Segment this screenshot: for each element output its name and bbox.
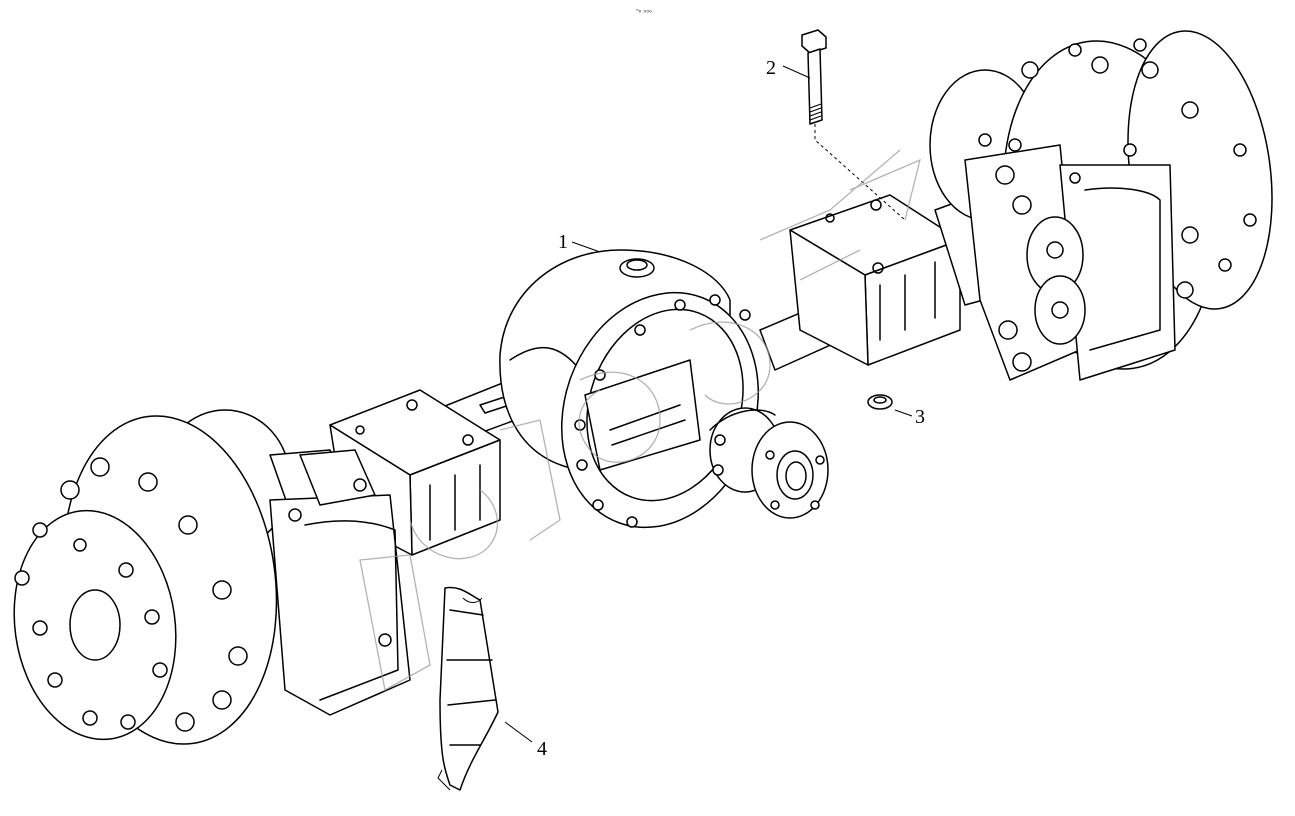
left-hub-bolts bbox=[14, 457, 248, 732]
watermark bbox=[359, 149, 921, 692]
top-marker: ▫₀ ₀₀₀ bbox=[636, 7, 652, 14]
fill-plug bbox=[619, 258, 655, 278]
right-hub-bolts bbox=[1021, 38, 1257, 299]
leader-2 bbox=[782, 65, 811, 79]
callout-3: 3 bbox=[915, 406, 925, 428]
right-hub-assembly bbox=[929, 30, 1273, 381]
differential-housing bbox=[499, 249, 829, 529]
leader-1 bbox=[571, 241, 601, 253]
bolt-part bbox=[801, 29, 906, 221]
left-hub-assembly bbox=[13, 409, 411, 745]
callout-4: 4 bbox=[537, 738, 547, 760]
callout-2: 2 bbox=[766, 57, 776, 79]
leader-4 bbox=[504, 721, 533, 743]
right-spring-seat bbox=[789, 194, 961, 366]
cover-bolts bbox=[574, 294, 751, 528]
callout-1: 1 bbox=[558, 231, 568, 253]
brake-pad-part bbox=[437, 586, 499, 791]
leader-3 bbox=[894, 409, 913, 417]
left-hub-center-bore bbox=[69, 589, 121, 661]
nut-part bbox=[867, 394, 893, 410]
right-caliper-bolts bbox=[978, 133, 1137, 372]
callout-leaders bbox=[504, 65, 913, 743]
